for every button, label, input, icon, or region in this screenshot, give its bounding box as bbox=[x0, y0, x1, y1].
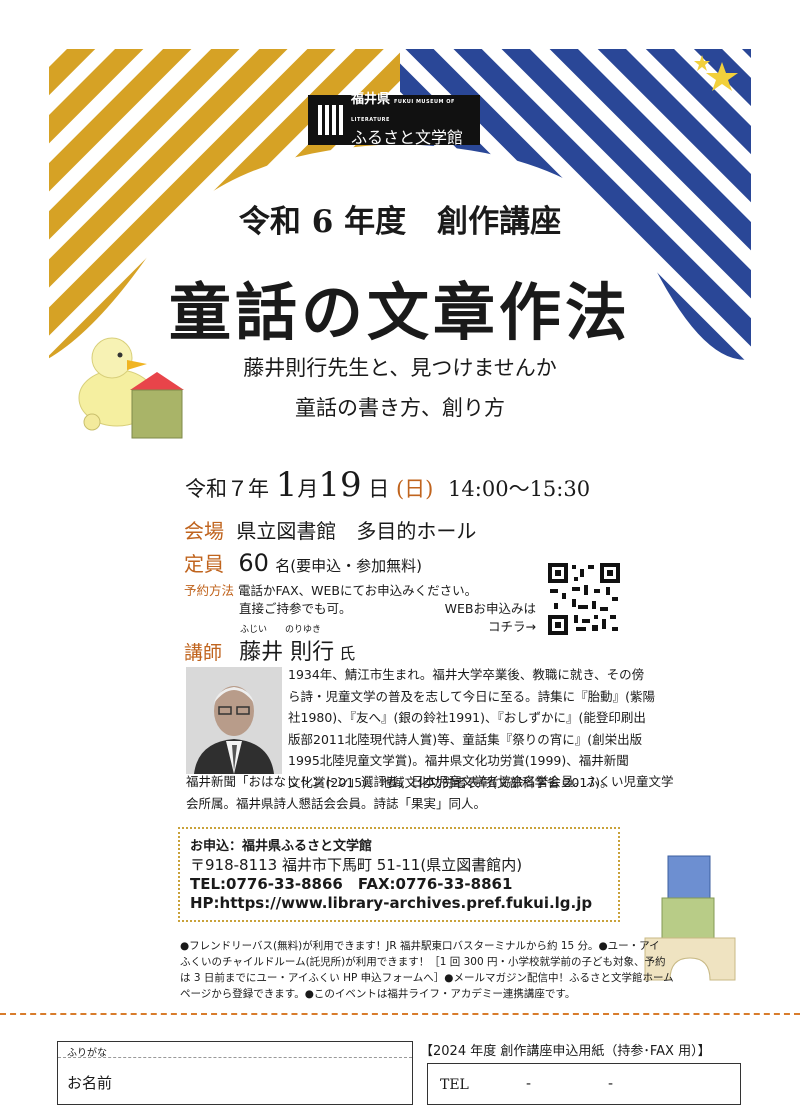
reservation-block: 予約方法 電話かFAX、WEBにてお申込みください。 直接ご持参でも可。 bbox=[184, 582, 477, 618]
venue-row: 会場 県立図書館 多目的ホール bbox=[184, 515, 476, 544]
date-day: 19 bbox=[318, 465, 362, 505]
contact-address: 〒918-8113 福井市下馬町 51-11(県立図書館内) bbox=[190, 856, 523, 874]
star-icon bbox=[694, 55, 710, 71]
note-line: は 3 日前までにユー・アイふくい HP 申込フォームへ］●メールマガジン配信中… bbox=[180, 972, 674, 984]
capacity-row: 定員 60 名(要申込・参加無料) bbox=[184, 548, 422, 577]
stacked-blocks-illustration bbox=[644, 855, 736, 981]
logo-bars-icon bbox=[318, 105, 343, 135]
furigana-label: ふりがな bbox=[67, 1048, 107, 1059]
lead-line-1: 藤井則行先生と、見つけませんか bbox=[243, 356, 557, 380]
contact-line-1: お申込：福井県ふるさと文学館 bbox=[190, 839, 373, 854]
bio-line: 1995北陸児童文学賞)。福井県文化功労賞(1999)、福井新聞 bbox=[288, 753, 629, 768]
name-field[interactable]: ふりがな お名前 bbox=[57, 1041, 413, 1105]
tel-separator: - bbox=[608, 1076, 614, 1092]
capacity-label: 定員 bbox=[184, 552, 224, 576]
bio-line: 1934年、鯖江市生まれ。福井大学卒業後、教職に就き、その傍 bbox=[288, 667, 645, 682]
tel-separator: - bbox=[526, 1076, 532, 1092]
note-line: ページから登録できます。●このイベントは福井ライフ・アカデミー連携講座です。 bbox=[180, 988, 576, 1000]
note-line: ●フレンドリーバス(無料)が利用できます！JR 福井駅東口バスターミナルから約 … bbox=[180, 940, 660, 952]
logo-name: ふるさと文学館 bbox=[351, 128, 464, 147]
bio-line: 版部2011北陸現代詩人賞)等、童話集『祭りの宵に』(創栄出版 bbox=[288, 731, 643, 747]
venue-value: 県立図書館 多目的ホール bbox=[236, 519, 477, 543]
qr-caption-line-2: コチラ→ bbox=[488, 619, 536, 634]
qr-code[interactable] bbox=[548, 563, 620, 635]
instructor-portrait bbox=[186, 667, 282, 774]
notes-block: ●フレンドリーバス(無料)が利用できます！JR 福井駅東口バスターミナルから約 … bbox=[180, 938, 674, 1002]
venue-label: 会場 bbox=[184, 519, 224, 543]
capacity-number: 60 bbox=[238, 549, 269, 577]
reservation-line-1: 電話かFAX、WEBにてお申込みください。 bbox=[238, 583, 478, 598]
reservation-line-2: 直接ご持参でも可。 bbox=[239, 601, 352, 616]
logo-english: FUKUI MUSEUM OF LITERATURE bbox=[351, 99, 455, 123]
instructor-name: 藤井 則行 bbox=[239, 640, 335, 665]
event-date: 令和７年 1月19 日 (日) 14:00～15:30 bbox=[185, 465, 590, 505]
reservation-label: 予約方法 bbox=[184, 583, 235, 598]
date-month: 1 bbox=[275, 465, 298, 505]
course-title: 童話の文章作法 bbox=[168, 276, 631, 349]
form-heading: 【2024 年度 創作講座申込用紙（持参･FAX 用）】 bbox=[420, 1044, 711, 1059]
instructor-ruby-given: のりゆき bbox=[285, 625, 322, 635]
instructor-row: ふじい のりゆき 講師 藤井 則行 氏 bbox=[184, 622, 355, 666]
date-time: 14:00～15:30 bbox=[448, 477, 591, 501]
bio-block-bottom: 福井新聞「おはなしトントン」選評者。日本児童文学者協会名誉会員。ふくい児童文学 … bbox=[186, 771, 674, 814]
cut-line bbox=[0, 1013, 800, 1015]
bio-block-top: 1934年、鯖江市生まれ。福井大学卒業後、教職に就き、その傍 ら詩・児童文学の普… bbox=[288, 664, 656, 793]
lead-line-2: 童話の書き方、創り方 bbox=[295, 396, 505, 420]
instructor-honorific: 氏 bbox=[339, 644, 356, 663]
note-line: ふくいのチャイルドルーム(託児所)が利用できます！［1 回 300 円・小学校就… bbox=[180, 956, 666, 968]
bio-line: 社1980)、『友へ』(銀の鈴社1991)、『おしずかに』(能登印刷出 bbox=[288, 710, 646, 725]
course-subtitle: 令和 6 年度 創作講座 bbox=[238, 204, 562, 240]
bio-line: 福井新聞「おはなしトントン」選評者。日本児童文学者協会名誉会員。ふくい児童文学 bbox=[186, 774, 674, 789]
qr-caption: WEBお申込みは コチラ→ bbox=[440, 600, 536, 636]
qr-caption-line-1: WEBお申込みは bbox=[444, 601, 536, 616]
date-era: 令和７年 bbox=[185, 477, 269, 501]
contact-phone-fax[interactable]: TEL:0776-33-8866 FAX:0776-33-8861 bbox=[190, 875, 513, 893]
capacity-unit: 名(要申込・参加無料) bbox=[275, 557, 422, 575]
bio-line: 会所属。福井県詩人懇話会会員。詩誌「果実」同人。 bbox=[186, 795, 487, 811]
name-label: お名前 bbox=[67, 1074, 113, 1092]
contact-box: お申込：福井県ふるさと文学館 〒918-8113 福井市下馬町 51-11(県立… bbox=[178, 827, 620, 922]
bio-line: 文化賞(2015)、地域文化功労者表彰(文部科学省 2017)。 bbox=[288, 774, 613, 790]
date-weekday: (日) bbox=[395, 477, 434, 501]
logo-prefecture: 福井県 bbox=[351, 92, 391, 107]
tel-field[interactable]: TEL - - bbox=[427, 1063, 741, 1105]
contact-homepage-link[interactable]: HP:https://www.library-archives.pref.fuk… bbox=[190, 894, 593, 912]
bio-line: ら詩・児童文学の普及を志して今日に至る。詩集に『胎動』(紫陽 bbox=[288, 688, 656, 704]
instructor-label: 講師 bbox=[184, 642, 223, 664]
star-icon bbox=[706, 62, 738, 91]
instructor-ruby-family: ふじい bbox=[240, 625, 268, 635]
date-month-unit: 月 bbox=[297, 477, 319, 501]
duck-toy-illustration bbox=[78, 337, 184, 439]
tel-label: TEL bbox=[440, 1077, 469, 1093]
date-day-unit: 日 bbox=[368, 477, 390, 501]
